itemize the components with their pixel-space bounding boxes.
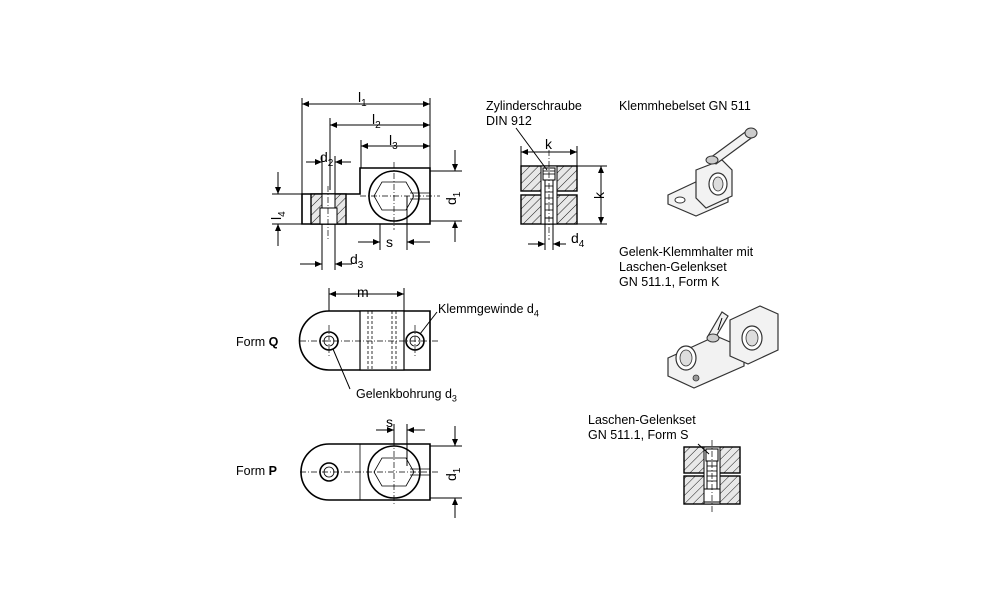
- dim-l2: l2: [372, 111, 381, 131]
- laschen-gelenkset-section: [683, 440, 741, 512]
- dim-d3: d3: [350, 251, 364, 271]
- gelenk-klemmhalter-illustration: [667, 305, 779, 389]
- front-view: [272, 98, 462, 270]
- label-form-q: Form Q: [236, 335, 279, 349]
- callout-zylinderschraube: Zylinderschraube DIN 912: [486, 99, 582, 128]
- dim-d1-front: d1: [443, 191, 463, 205]
- dim-k-top: k: [545, 136, 552, 152]
- dim-d1-form-p: d1: [443, 467, 463, 481]
- label-laschen-gelenkset: Laschen-Gelenkset GN 511.1, Form S: [588, 413, 696, 442]
- dim-d2: d2: [320, 149, 334, 169]
- callout-gelenkbohrung: Gelenkbohrung d3: [356, 387, 457, 404]
- label-gelenk-klemmhalter: Gelenk-Klemmhalter mit Laschen-Gelenkset…: [619, 245, 754, 289]
- dim-d4: d4: [571, 230, 585, 250]
- label-klemmhebelset: Klemmhebelset GN 511: [619, 99, 751, 113]
- dim-l4: l4: [268, 211, 288, 220]
- form-p-view: [300, 424, 462, 518]
- label-form-p: Form P: [236, 464, 277, 478]
- dim-s-front: s: [386, 234, 393, 250]
- klemmhebelset-illustration: [667, 127, 758, 217]
- dim-l3: l3: [389, 132, 398, 152]
- callout-klemmgewinde: Klemmgewinde d4: [438, 302, 539, 319]
- dim-m: m: [357, 284, 369, 300]
- side-section-view: [515, 127, 607, 250]
- dim-l1: l1: [358, 89, 367, 109]
- dim-k-side: k: [591, 192, 607, 199]
- form-q-view: [298, 288, 440, 390]
- dim-s-form-p: s: [386, 414, 393, 430]
